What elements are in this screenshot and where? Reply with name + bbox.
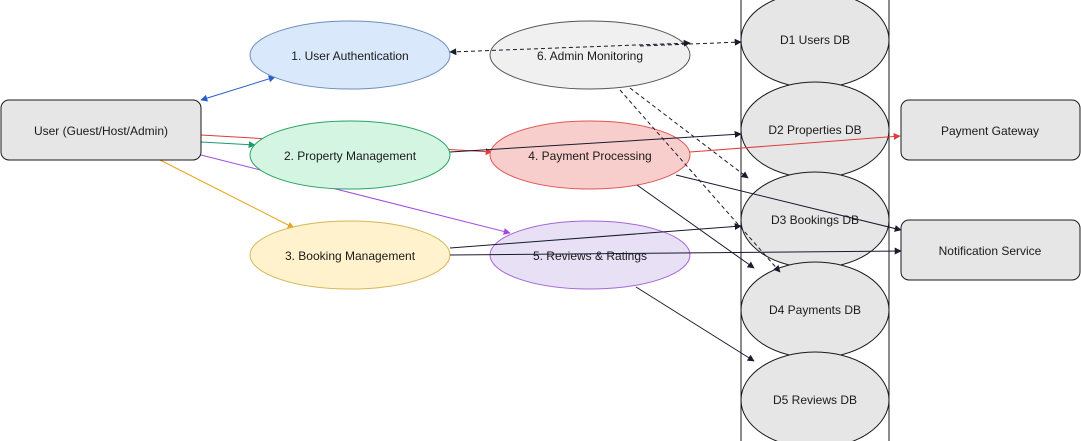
process-flows <box>449 38 902 362</box>
data-store-d1-label: D1 Users DB <box>780 33 850 47</box>
process-p4-label: 4. Payment Processing <box>528 149 651 163</box>
process-p3[interactable]: 3. Booking Management <box>249 220 451 290</box>
flow-payment-gateway <box>689 132 901 153</box>
flow-admin-bookings-db <box>629 87 749 179</box>
flow-admin-users-db <box>639 38 742 47</box>
flow-user-booking <box>159 159 295 229</box>
process-p5-label: 5. Reviews & Ratings <box>533 249 647 263</box>
flow-booking-bookings-db <box>449 222 742 249</box>
data-store-d2-label: D2 Properties DB <box>768 123 861 137</box>
flow-user-auth <box>200 75 276 102</box>
entity-user-label: User (Guest/Host/Admin) <box>34 124 168 138</box>
data-store-d4[interactable]: D4 Payments DB <box>740 261 890 359</box>
process-p1[interactable]: 1. User Authentication <box>249 20 451 90</box>
data-store-d3-label: D3 Bookings DB <box>771 213 859 227</box>
flow-user-property <box>200 141 256 149</box>
entity-notification-service[interactable]: Notification Service <box>900 219 1081 281</box>
flow-payment-notification <box>675 174 902 232</box>
entity-payment-gateway[interactable]: Payment Gateway <box>900 99 1081 161</box>
process-p2[interactable]: 2. Property Management <box>249 120 451 190</box>
flow-property-properties-db <box>449 130 742 153</box>
process-p5[interactable]: 5. Reviews & Ratings <box>489 220 691 290</box>
flow-admin-auth <box>449 39 691 56</box>
entity-payment-gateway-label: Payment Gateway <box>941 124 1039 138</box>
flow-booking-notification <box>449 247 902 256</box>
data-store-d1[interactable]: D1 Users DB <box>740 0 890 89</box>
data-store-d5-label: D5 Reviews DB <box>773 393 857 407</box>
flow-user-reviews <box>200 154 511 235</box>
process-p2-label: 2. Property Management <box>284 149 417 163</box>
process-p6-label: 6. Admin Monitoring <box>537 49 643 63</box>
process-p1-label: 1. User Authentication <box>291 49 408 63</box>
entity-user[interactable]: User (Guest/Host/Admin) <box>0 99 202 161</box>
data-store-d2[interactable]: D2 Properties DB <box>740 81 890 179</box>
flow-reviews-reviews-db <box>635 286 755 362</box>
entity-notification-service-label: Notification Service <box>939 244 1042 258</box>
data-store-d3[interactable]: D3 Bookings DB <box>740 171 890 269</box>
data-store-column: D1 Users DB D2 Properties DB D3 Bookings… <box>740 0 890 441</box>
flow-payment-payments-db <box>636 184 755 269</box>
process-p4[interactable]: 4. Payment Processing <box>489 120 691 190</box>
process-p3-label: 3. Booking Management <box>285 249 416 263</box>
process-p6[interactable]: 6. Admin Monitoring <box>489 20 691 90</box>
data-store-d5[interactable]: D5 Reviews DB <box>740 351 890 441</box>
data-store-d4-label: D4 Payments DB <box>769 303 861 317</box>
